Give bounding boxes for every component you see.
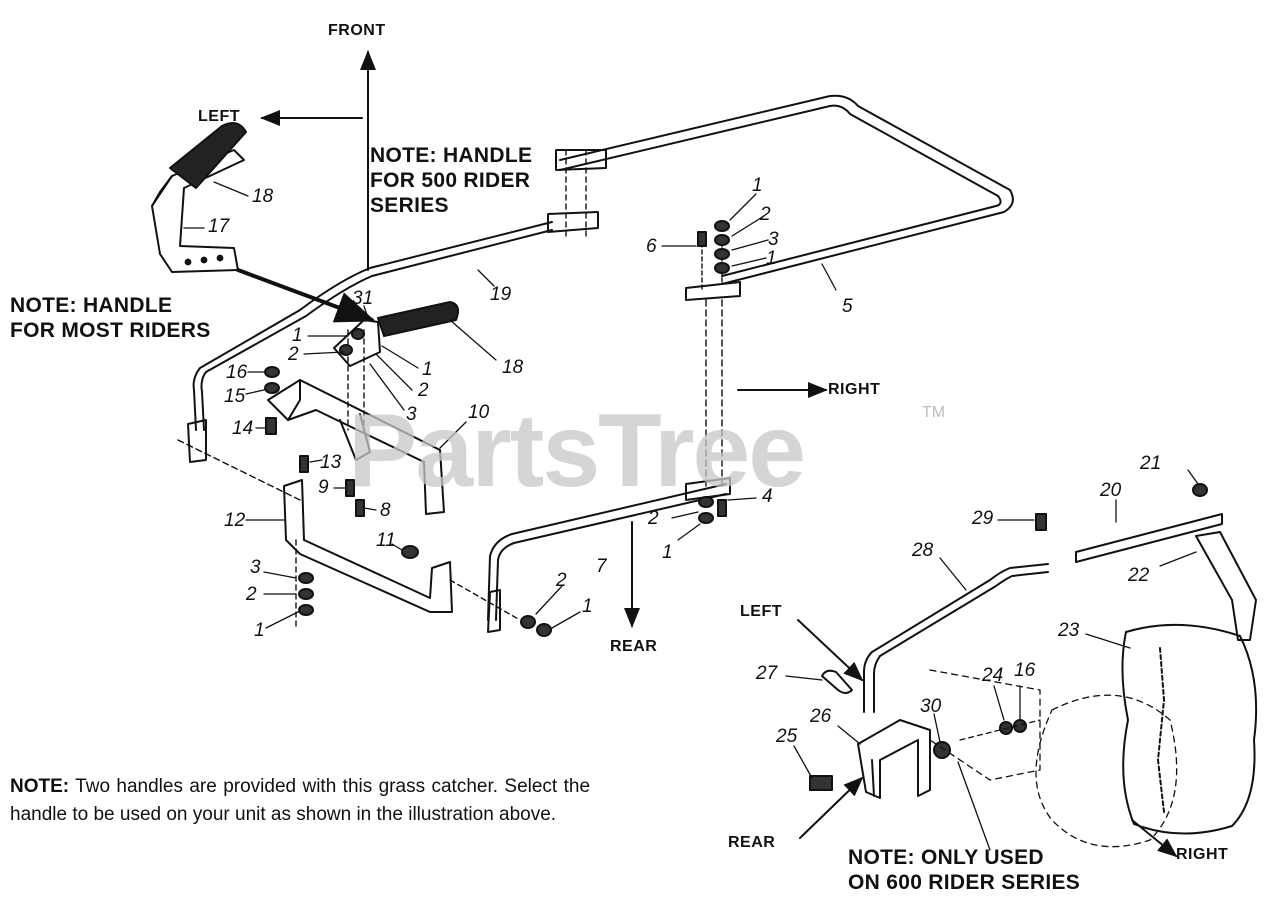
callout-6: 6 <box>646 236 657 257</box>
callout-1a: 1 <box>292 325 303 346</box>
callout-14: 14 <box>232 418 254 439</box>
callout-20: 20 <box>1100 480 1122 501</box>
catcher-bag-23 <box>1121 623 1258 835</box>
direction-right-mid: RIGHT <box>828 381 881 398</box>
note-handle-most: NOTE: HANDLE FOR MOST RIDERS <box>10 294 211 342</box>
callout-2d: 2 <box>648 508 659 529</box>
callout-9: 9 <box>318 477 329 498</box>
bracket-26 <box>857 719 931 799</box>
callout-16a: 16 <box>226 362 248 383</box>
callout-1e: 1 <box>582 596 593 617</box>
bracket-10 <box>267 379 445 515</box>
footnote-lead: NOTE: <box>10 776 70 797</box>
callout-1g: 1 <box>766 248 777 269</box>
handle-31 <box>333 319 381 367</box>
callout-22: 22 <box>1128 565 1150 586</box>
callout-28: 28 <box>912 540 934 561</box>
callout-4: 4 <box>762 486 773 507</box>
callout-3c: 3 <box>768 229 779 250</box>
callout-2b: 2 <box>418 380 429 401</box>
callout-18a: 18 <box>252 186 274 207</box>
direction-rear-lower: REAR <box>728 834 776 851</box>
callout-23: 23 <box>1058 620 1080 641</box>
handle-17 <box>151 149 245 273</box>
hardware <box>264 220 1208 791</box>
direction-front: FRONT <box>328 22 386 39</box>
footnote: NOTE: Two handles are provided with this… <box>10 773 590 829</box>
clip-27 <box>821 669 853 694</box>
callout-5: 5 <box>842 296 853 317</box>
frame-rod-19 <box>192 221 553 431</box>
callout-12: 12 <box>224 510 246 531</box>
left-lower-arrow <box>797 619 864 682</box>
callout-15: 15 <box>224 386 246 407</box>
callout-16b: 16 <box>1014 660 1036 681</box>
bracket-22 <box>1195 531 1257 641</box>
callout-2a: 2 <box>288 344 299 365</box>
callout-24: 24 <box>982 665 1004 686</box>
callout-11: 11 <box>376 530 396 551</box>
tube-20 <box>1075 513 1223 563</box>
callout-1f: 1 <box>752 175 763 196</box>
callout-1d: 1 <box>662 542 673 563</box>
frame-rod-5 <box>559 94 1014 285</box>
parts-tree-watermark: PartsTree <box>348 393 806 509</box>
callout-18b: 18 <box>502 357 524 378</box>
callout-3a: 3 <box>406 404 417 425</box>
rear-lower-arrow <box>799 776 864 839</box>
callout-10: 10 <box>468 402 490 423</box>
note-only-600: NOTE: ONLY USED ON 600 RIDER SERIES <box>848 846 1081 894</box>
direction-left-lower: LEFT <box>740 603 782 620</box>
callout-3b: 3 <box>250 557 261 578</box>
callout-27: 27 <box>756 663 778 684</box>
callout-26: 26 <box>810 706 832 727</box>
callout-25: 25 <box>776 726 798 747</box>
note-handle-500: NOTE: HANDLE FOR 500 RIDER SERIES <box>370 144 533 217</box>
callout-2f: 2 <box>760 204 771 225</box>
callout-21: 21 <box>1140 453 1162 474</box>
direction-left-top: LEFT <box>198 108 240 125</box>
callout-1c: 1 <box>254 620 265 641</box>
callout-19: 19 <box>490 284 512 305</box>
callout-2c: 2 <box>246 584 257 605</box>
callout-29: 29 <box>972 508 994 529</box>
callout-17: 17 <box>208 216 230 237</box>
callout-30: 30 <box>920 696 942 717</box>
callout-7: 7 <box>596 556 607 577</box>
trademark-mark: TM <box>922 404 946 421</box>
grip-18a <box>169 122 247 189</box>
direction-rear-mid: REAR <box>610 638 658 655</box>
frame-rod-7 <box>487 483 727 621</box>
rod-28 <box>863 563 1049 713</box>
grip-18b <box>377 301 459 337</box>
callout-31: 31 <box>352 288 374 309</box>
handle-pointer-arrow <box>236 268 376 323</box>
callout-8: 8 <box>380 500 391 521</box>
footnote-text: Two handles are provided with this grass… <box>10 776 591 825</box>
callout-2e: 2 <box>556 570 567 591</box>
callout-1b: 1 <box>422 359 433 380</box>
direction-right-lower: RIGHT <box>1176 846 1229 863</box>
callout-13: 13 <box>320 452 342 473</box>
